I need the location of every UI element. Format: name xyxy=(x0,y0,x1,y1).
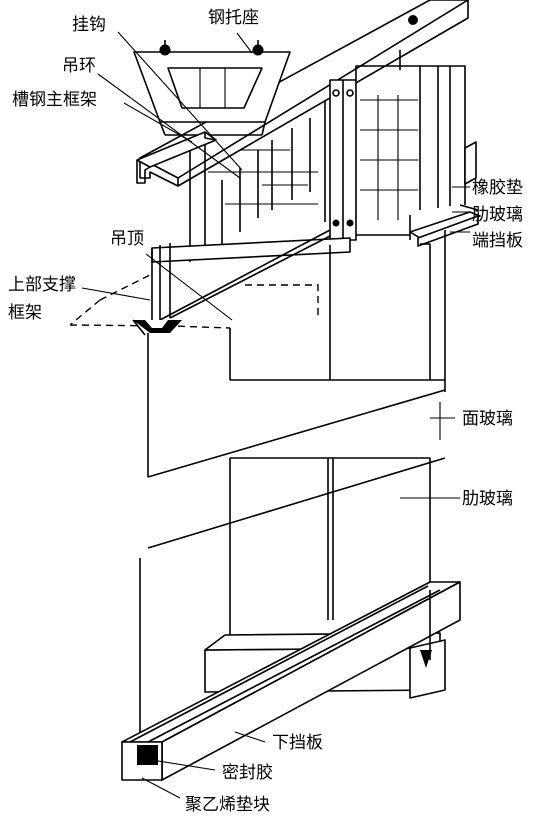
label-rubber-pad: 橡胶垫 xyxy=(472,178,523,198)
channel-profile xyxy=(136,131,217,184)
label-upper-support-2: 框架 xyxy=(8,303,42,323)
main-steel-beam xyxy=(139,0,469,187)
lower-clamp-tooth xyxy=(420,650,432,668)
channel-steel-frame xyxy=(189,50,466,262)
label-upper-support-1: 上部支撑 xyxy=(8,275,76,295)
label-sealant: 密封胶 xyxy=(222,763,273,783)
label-steel-bracket: 钢托座 xyxy=(208,8,259,28)
label-rib-glass: 肋玻璃 xyxy=(462,489,513,509)
label-hook: 挂钩 xyxy=(72,15,106,35)
label-channel-frame: 槽钢主框架 xyxy=(12,90,97,110)
leader-lines xyxy=(81,31,470,799)
lower-baffle-rail xyxy=(121,581,461,781)
end-baffle-assembly xyxy=(409,141,481,247)
label-pe-block: 聚乙烯垫块 xyxy=(185,795,270,815)
beam-bolt xyxy=(408,15,418,25)
sealant-block xyxy=(137,745,158,765)
face-glass-panel xyxy=(139,333,446,740)
label-face-glass: 面玻璃 xyxy=(462,409,513,429)
label-rib-glass-top: 肋玻璃 xyxy=(472,205,523,225)
hook-bolt-right xyxy=(252,44,264,56)
label-lower-baffle: 下挡板 xyxy=(272,733,323,753)
labels: 挂钩 钢托座 吊环 槽钢主框架 橡胶垫 肋玻璃 端挡板 吊顶 上部支撑 框架 面… xyxy=(8,8,523,815)
label-hanging-ring: 吊环 xyxy=(62,56,96,76)
hook-bolt-left xyxy=(159,44,171,56)
upper-glass-and-rail xyxy=(151,229,446,381)
label-ceiling-hanger: 吊顶 xyxy=(110,229,144,249)
label-end-baffle: 端挡板 xyxy=(472,231,523,251)
ceiling-hanger-clamp xyxy=(132,319,182,336)
